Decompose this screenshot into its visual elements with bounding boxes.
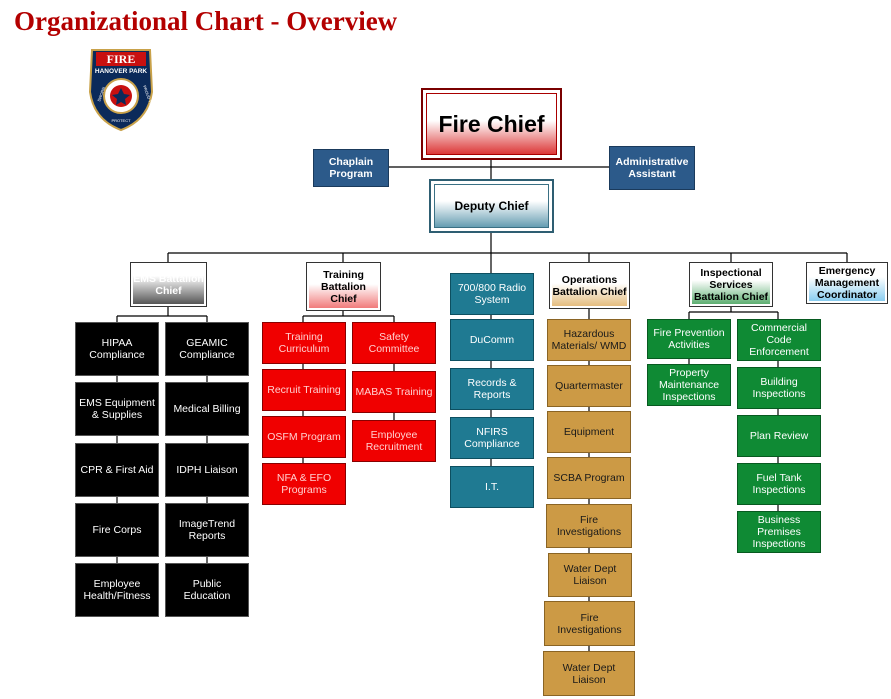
ems-item-box: CPR & First Aid: [75, 443, 159, 497]
ems-item-box: Medical Billing: [165, 382, 249, 436]
ems-item-box: Public Education: [165, 563, 249, 617]
page-title: Organizational Chart - Overview: [14, 6, 398, 36]
svg-text:PROTECT: PROTECT: [111, 118, 131, 123]
operations-item-box: Fire Investigations: [544, 601, 635, 646]
inspectional-item-box: Property Maintenance Inspections: [647, 364, 731, 406]
ems-item-box: ImageTrend Reports: [165, 503, 249, 557]
training-item-box: Training Curriculum: [262, 322, 346, 364]
operations-item-box: SCBA Program: [547, 457, 631, 499]
training-item-box: Recruit Training: [262, 369, 346, 411]
radio-item-box: Records & Reports: [450, 368, 534, 410]
inspectional-item-box: Fire Prevention Activities: [647, 319, 731, 359]
training-item-box: OSFM Program: [262, 416, 346, 458]
operations-item-box: Quartermaster: [547, 365, 631, 407]
operations-item-box: Water Dept Liaison: [543, 651, 635, 696]
inspectional-item-box: Plan Review: [737, 415, 821, 457]
radio-item-box: 700/800 Radio System: [450, 273, 534, 315]
fire-chief-box: Fire Chief: [421, 88, 562, 160]
fire-department-logo: FIRE HANOVER PARK SWORN PROTECT PROUD TO…: [88, 49, 156, 132]
ems-item-box: IDPH Liaison: [165, 443, 249, 497]
radio-item-box: I.T.: [450, 466, 534, 508]
training-item-box: Employee Recruitment: [352, 420, 436, 462]
radio-item-box: NFIRS Compliance: [450, 417, 534, 459]
inspectional-item-box: Building Inspections: [737, 367, 821, 409]
logo-name-text: HANOVER PARK: [95, 68, 148, 75]
inspectional-item-box: Business Premises Inspections: [737, 511, 821, 553]
operations-item-box: Water Dept Liaison: [548, 553, 632, 597]
deputy-chief-box: Deputy Chief: [429, 179, 554, 233]
training-item-box: NFA & EFO Programs: [262, 463, 346, 505]
ems-item-box: Fire Corps: [75, 503, 159, 557]
ems-battalion-chief-box: EMS Battalion Chief: [130, 262, 207, 307]
radio-item-box: DuComm: [450, 319, 534, 361]
inspectional-item-box: Fuel Tank Inspections: [737, 463, 821, 505]
training-item-box: MABAS Training: [352, 371, 436, 413]
ems-item-box: Employee Health/Fitness: [75, 563, 159, 617]
inspectional-item-box: Commercial Code Enforcement: [737, 319, 821, 361]
operations-item-box: Hazardous Materials/ WMD: [547, 319, 631, 361]
operations-battalion-chief-box: Operations Battalion Chief: [549, 262, 630, 309]
training-item-box: Safety Committee: [352, 322, 436, 364]
operations-item-box: Fire Investigations: [546, 504, 632, 548]
svg-text:SWORN: SWORN: [96, 86, 106, 102]
emergency-management-coordinator-box: Emergency Management Coordinator: [806, 262, 888, 304]
chaplain-program-box: Chaplain Program: [313, 149, 389, 187]
logo-top-text: FIRE: [107, 52, 136, 66]
ems-item-box: GEAMIC Compliance: [165, 322, 249, 376]
ems-item-box: EMS Equipment & Supplies: [75, 382, 159, 436]
administrative-assistant-box: Administrative Assistant: [609, 146, 695, 190]
training-battalion-chief-box: Training Battalion Chief: [306, 262, 381, 311]
inspectional-services-battalion-chief-box: Inspectional Services Battalion Chief: [689, 262, 773, 307]
ems-item-box: HIPAA Compliance: [75, 322, 159, 376]
operations-item-box: Equipment: [547, 411, 631, 453]
